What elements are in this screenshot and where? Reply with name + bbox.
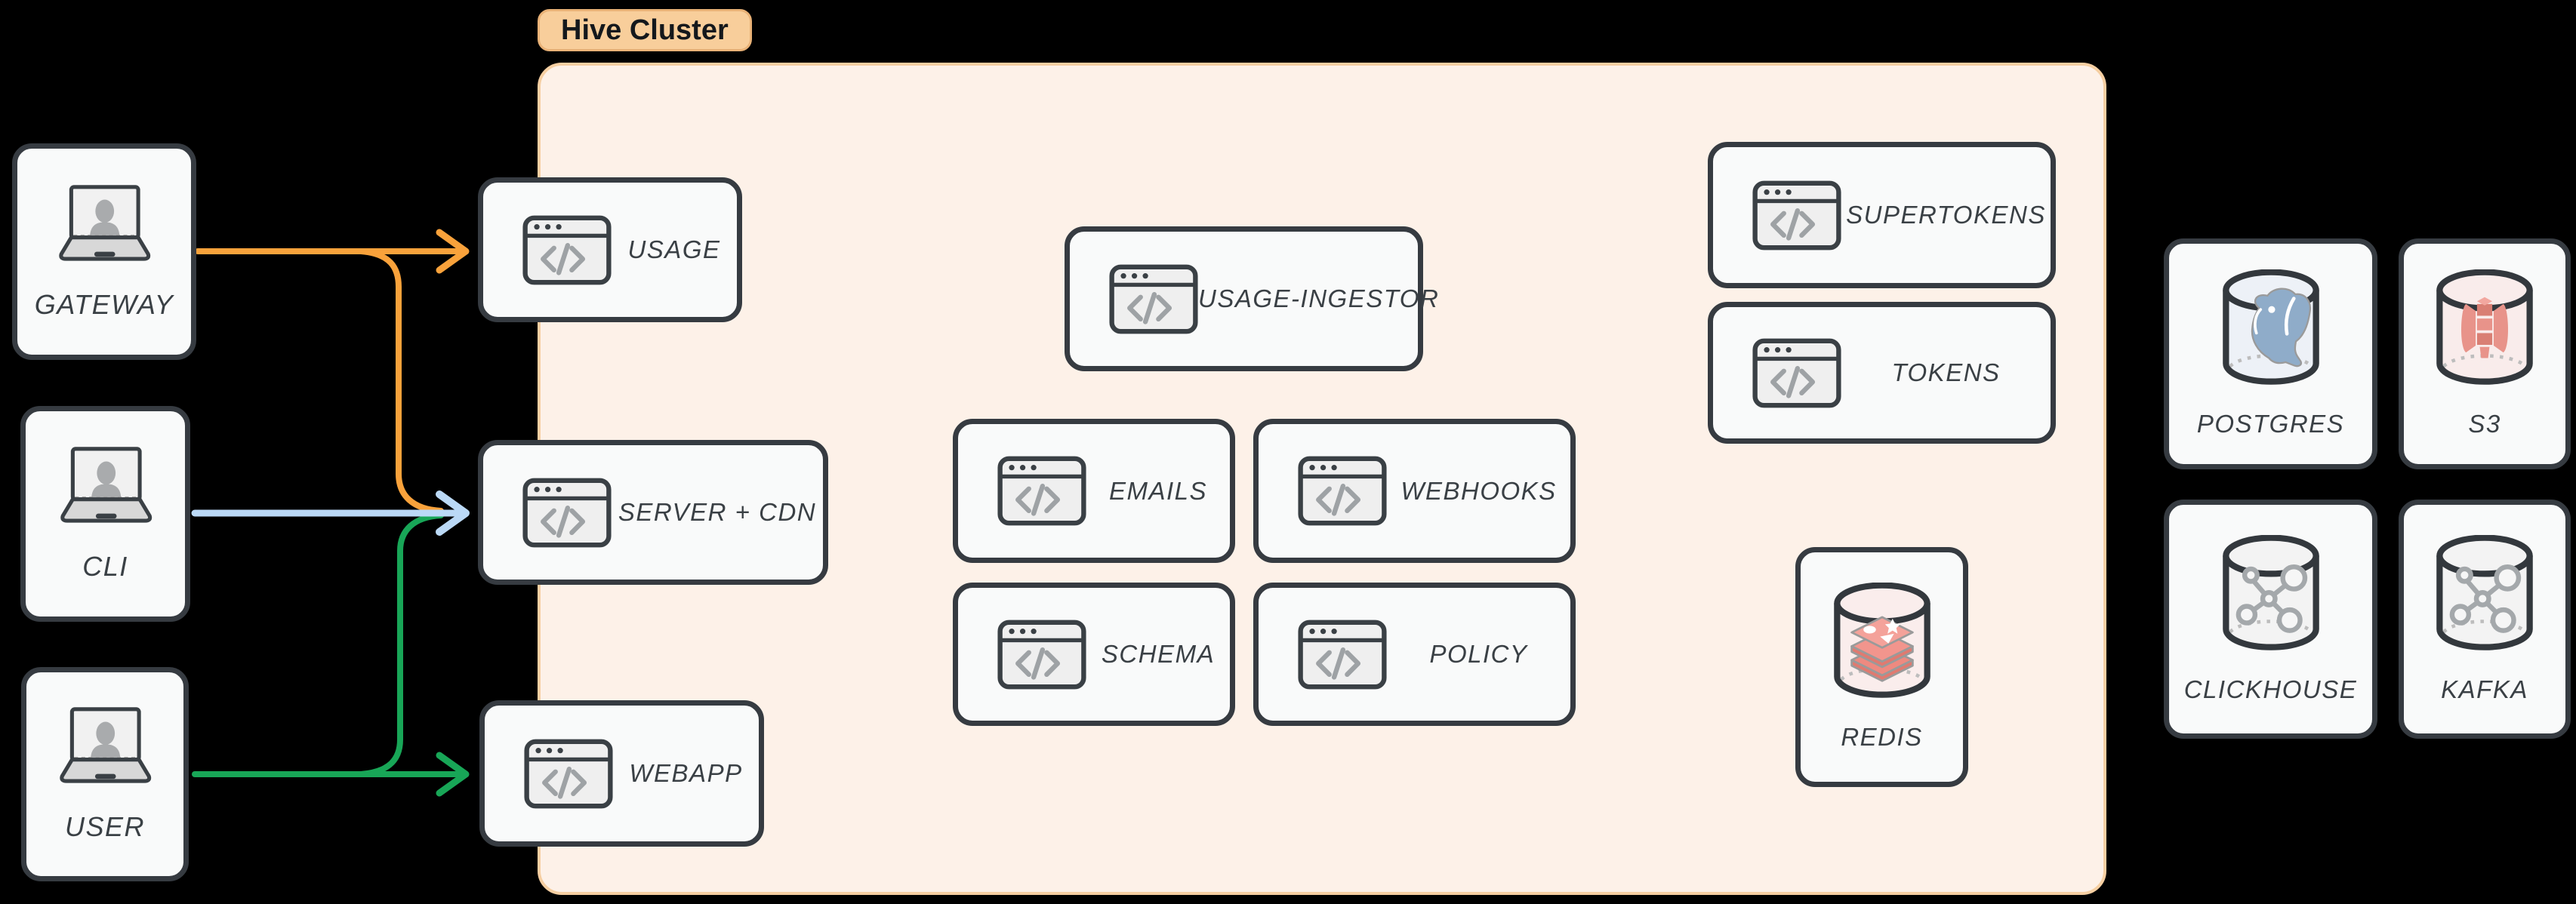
node-redis-label: REDIS <box>1841 723 1923 751</box>
node-schema: SCHEMA <box>953 583 1235 726</box>
node-tokens-label: TOKENS <box>1891 358 2001 386</box>
node-webapp: WEBAPP <box>479 700 764 847</box>
node-cli: CLI <box>20 406 190 622</box>
node-kafka: KAFKA <box>2399 500 2571 739</box>
code-window-icon <box>1752 180 1841 251</box>
laptop-user-icon <box>44 183 165 266</box>
node-usage-ingestor: USAGE-INGESTOR <box>1065 226 1438 371</box>
code-window-icon <box>522 215 612 285</box>
redis-database-icon <box>1830 583 1934 700</box>
node-emails-label: EMAILS <box>1108 476 1208 505</box>
node-user-label: USER <box>64 811 146 842</box>
node-clickhouse-label: CLICKHOUSE <box>2183 675 2358 703</box>
postgres-database-icon <box>2219 269 2323 387</box>
node-tokens: TOKENS <box>1708 302 2056 444</box>
code-window-icon <box>1109 264 1198 334</box>
node-gateway: GATEWAY <box>12 143 196 360</box>
node-usage: USAGE <box>478 177 742 322</box>
node-policy-label: POLICY <box>1429 640 1528 668</box>
node-redis: REDIS <box>1795 547 1968 787</box>
edge-user-webapp <box>192 512 470 797</box>
edge-cli-servercdn <box>191 490 470 536</box>
node-s3-label: S3 <box>2468 410 2501 438</box>
code-window-icon <box>522 478 612 548</box>
laptop-user-icon <box>45 706 165 789</box>
code-window-icon <box>997 456 1086 526</box>
node-server-cdn-label: SERVER + CDN <box>618 498 817 526</box>
node-usage-label: USAGE <box>627 235 721 263</box>
edge-user-servercdn <box>358 512 444 777</box>
node-clickhouse: CLICKHOUSE <box>2164 500 2377 739</box>
node-postgres-label: POSTGRES <box>2196 410 2345 438</box>
node-user: USER <box>21 667 189 881</box>
node-kafka-label: KAFKA <box>2441 675 2528 703</box>
node-emails: EMAILS <box>953 419 1235 563</box>
kafka-database-icon <box>2433 535 2537 653</box>
cluster-title: Hive Cluster <box>561 14 729 46</box>
code-window-icon <box>1752 338 1841 408</box>
node-webapp-label: WEBAPP <box>629 759 743 787</box>
node-supertokens: SUPERTOKENS <box>1708 142 2056 288</box>
node-server-cdn: SERVER + CDN <box>478 440 828 585</box>
node-s3: S3 <box>2399 238 2571 469</box>
node-schema-label: SCHEMA <box>1101 640 1216 668</box>
node-usage-ingestor-label: USAGE-INGESTOR <box>1198 284 1440 312</box>
node-webhooks: WEBHOOKS <box>1253 419 1576 563</box>
node-cli-label: CLI <box>82 551 128 582</box>
s3-database-icon <box>2433 269 2537 387</box>
code-window-icon <box>524 739 613 809</box>
hive-cluster-label: Hive Cluster <box>538 9 752 51</box>
code-window-icon <box>1298 456 1387 526</box>
clickhouse-database-icon <box>2219 535 2323 653</box>
node-supertokens-label: SUPERTOKENS <box>1846 201 2046 229</box>
laptop-user-icon <box>45 445 166 528</box>
code-window-icon <box>997 620 1086 690</box>
node-policy: POLICY <box>1253 583 1576 726</box>
node-postgres: POSTGRES <box>2164 238 2377 469</box>
edge-gateway-usage <box>195 229 470 514</box>
code-window-icon <box>1298 620 1387 690</box>
edge-gateway-servercdn <box>358 248 444 514</box>
node-gateway-label: GATEWAY <box>34 288 174 320</box>
node-webhooks-label: WEBHOOKS <box>1400 476 1557 505</box>
